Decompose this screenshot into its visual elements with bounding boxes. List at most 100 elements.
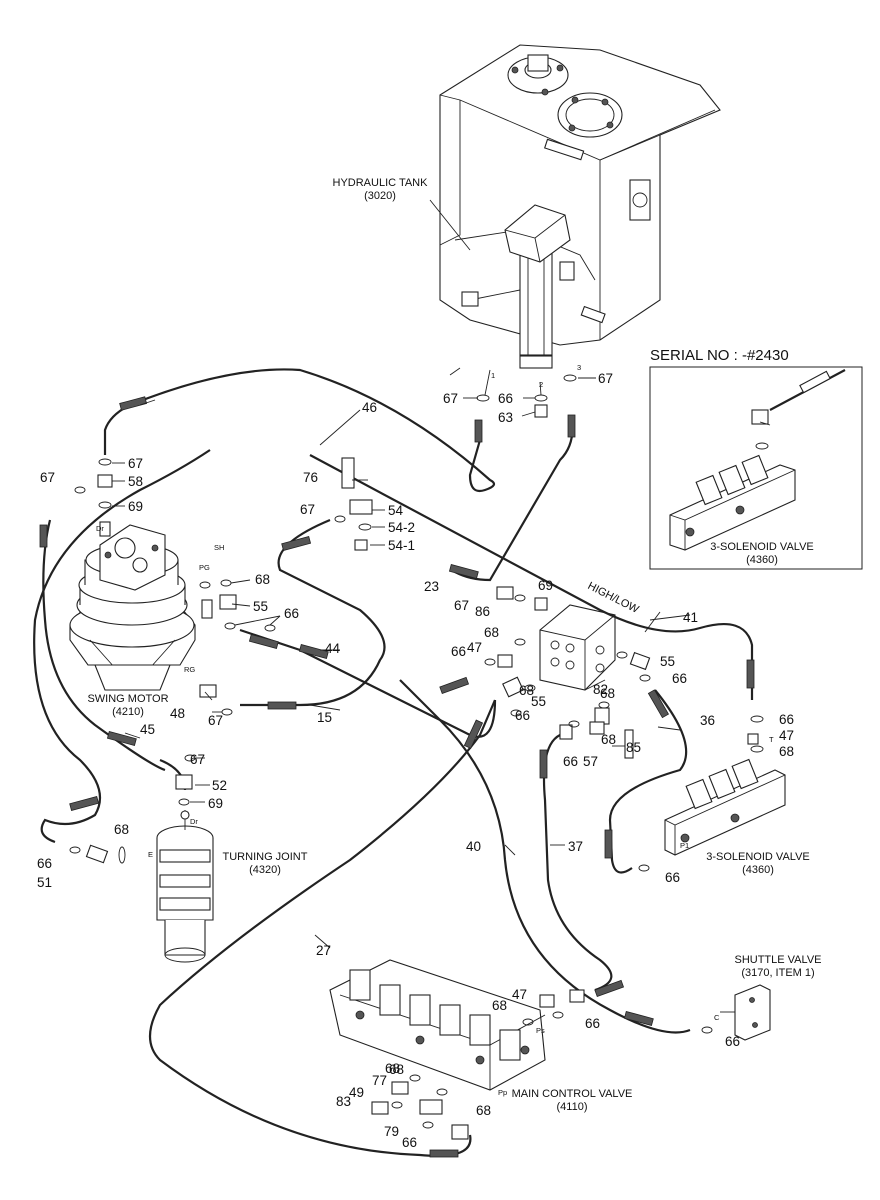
callout-number: 66 (665, 870, 680, 885)
small-fittings (85, 404, 759, 1140)
callout-number: 49 (349, 1085, 364, 1100)
swing-motor (69, 521, 196, 691)
callout-number: 82 (593, 682, 608, 697)
callout-number: 66 (672, 671, 687, 686)
callout-number: 69 (538, 578, 553, 593)
hydraulic-tank-name: HYDRAULIC TANK (333, 177, 429, 189)
callout-number: 63 (498, 410, 513, 425)
hydraulic-tank (439, 44, 721, 369)
callout-number: 52 (212, 778, 227, 793)
callout-number: 67 (443, 391, 458, 406)
port-label: SH (214, 543, 224, 552)
callout-number: 67 (454, 598, 469, 613)
port-label: P1 (680, 841, 689, 850)
callout-number: 66 (779, 712, 794, 727)
shuttle-valve (720, 984, 771, 1041)
callout-number: 44 (325, 641, 341, 656)
callout-number: 68 (484, 625, 499, 640)
callout-number: 66 (402, 1135, 417, 1150)
callout-number: 45 (140, 722, 155, 737)
callout-number: 36 (700, 713, 715, 728)
solenoid-valve-main-code: (4360) (742, 864, 774, 876)
solenoid-valve-main (664, 758, 786, 856)
port-label: C (714, 1013, 720, 1022)
callout-number: 67 (598, 371, 613, 386)
callout-number: 69 (208, 796, 223, 811)
callout-number: 46 (362, 400, 377, 415)
callout-number: 66 (284, 606, 299, 621)
callout-number: 85 (626, 740, 641, 755)
port-label: Ps (536, 1026, 545, 1035)
callout-number: 57 (583, 754, 598, 769)
callout-number: 68 (255, 572, 270, 587)
port-label: 2 (539, 380, 543, 389)
callout-number: 66 (585, 1016, 600, 1031)
callout-number: 68 (389, 1062, 404, 1077)
callout-number: 66 (563, 754, 578, 769)
callout-number: 51 (37, 875, 52, 890)
callout-number: 83 (336, 1094, 351, 1109)
o-rings (69, 374, 764, 1129)
callout-number: 68 (476, 1103, 491, 1118)
callout-number: 77 (372, 1073, 387, 1088)
callout-number: 68 (779, 744, 794, 759)
callout-number: 41 (683, 610, 698, 625)
callout-number: 67 (40, 470, 55, 485)
callout-number: 68 (519, 683, 534, 698)
callout-number: 67 (128, 456, 143, 471)
callout-number: 66 (451, 644, 466, 659)
callout-number: 55 (253, 599, 268, 614)
shuttle-valve-name: SHUTTLE VALVE (734, 954, 821, 966)
port-label: Pp (498, 1088, 507, 1097)
callout-number: 47 (779, 728, 794, 743)
callout-number: 76 (303, 470, 318, 485)
callout-number: 37 (568, 839, 583, 854)
callout-number: 68 (601, 732, 616, 747)
callout-number: 66 (498, 391, 513, 406)
solenoid-valve-inset-code: (4360) (746, 554, 778, 566)
port-label: Dr (190, 817, 198, 826)
callout-number: 47 (512, 987, 527, 1002)
port-label: 3 (577, 363, 581, 372)
callout-number: 68 (492, 998, 507, 1013)
callout-number: 48 (170, 706, 185, 721)
callout-number: 66 (515, 708, 530, 723)
callout-number: 54 (388, 503, 404, 518)
port-label: E (148, 850, 153, 859)
callout-number: 47 (467, 640, 482, 655)
callout-number: 66 (37, 856, 52, 871)
callout-number: 40 (466, 839, 481, 854)
callout-number: 66 (725, 1034, 740, 1049)
callout-number: 68 (114, 822, 129, 837)
hydraulic-tank-code: (3020) (364, 190, 396, 202)
manifold-block-82 (539, 604, 616, 691)
turning-joint (156, 810, 214, 963)
callout-number: 55 (531, 694, 546, 709)
shuttle-valve-code: (3170, ITEM 1) (741, 967, 814, 979)
serial-inset-box (649, 366, 863, 570)
serial-note: SERIAL NO : -#2430 (650, 347, 789, 364)
solenoid-valve-inset-name: 3-SOLENOID VALVE (710, 541, 814, 553)
main-control-valve (329, 959, 546, 1091)
port-label: T (769, 735, 774, 744)
callout-number: 23 (424, 579, 439, 594)
callout-number: 27 (316, 943, 331, 958)
callout-number: 79 (384, 1124, 399, 1139)
callout-number: 54-2 (388, 520, 415, 535)
port-label: 1 (491, 371, 495, 380)
callout-number: 86 (475, 604, 490, 619)
turning-joint-code: (4320) (249, 864, 281, 876)
callout-number: 69 (128, 499, 143, 514)
callout-number: 68 (385, 1061, 400, 1076)
callout-number: 15 (317, 710, 332, 725)
port-label: PG (199, 563, 210, 572)
callout-number: 55 (660, 654, 675, 669)
swing-motor-code: (4210) (112, 706, 144, 718)
solenoid-valve-main-name: 3-SOLENOID VALVE (706, 851, 810, 863)
callout-number: 68 (600, 686, 615, 701)
port-label: Dr (96, 524, 104, 533)
callout-number: 67 (208, 713, 223, 728)
